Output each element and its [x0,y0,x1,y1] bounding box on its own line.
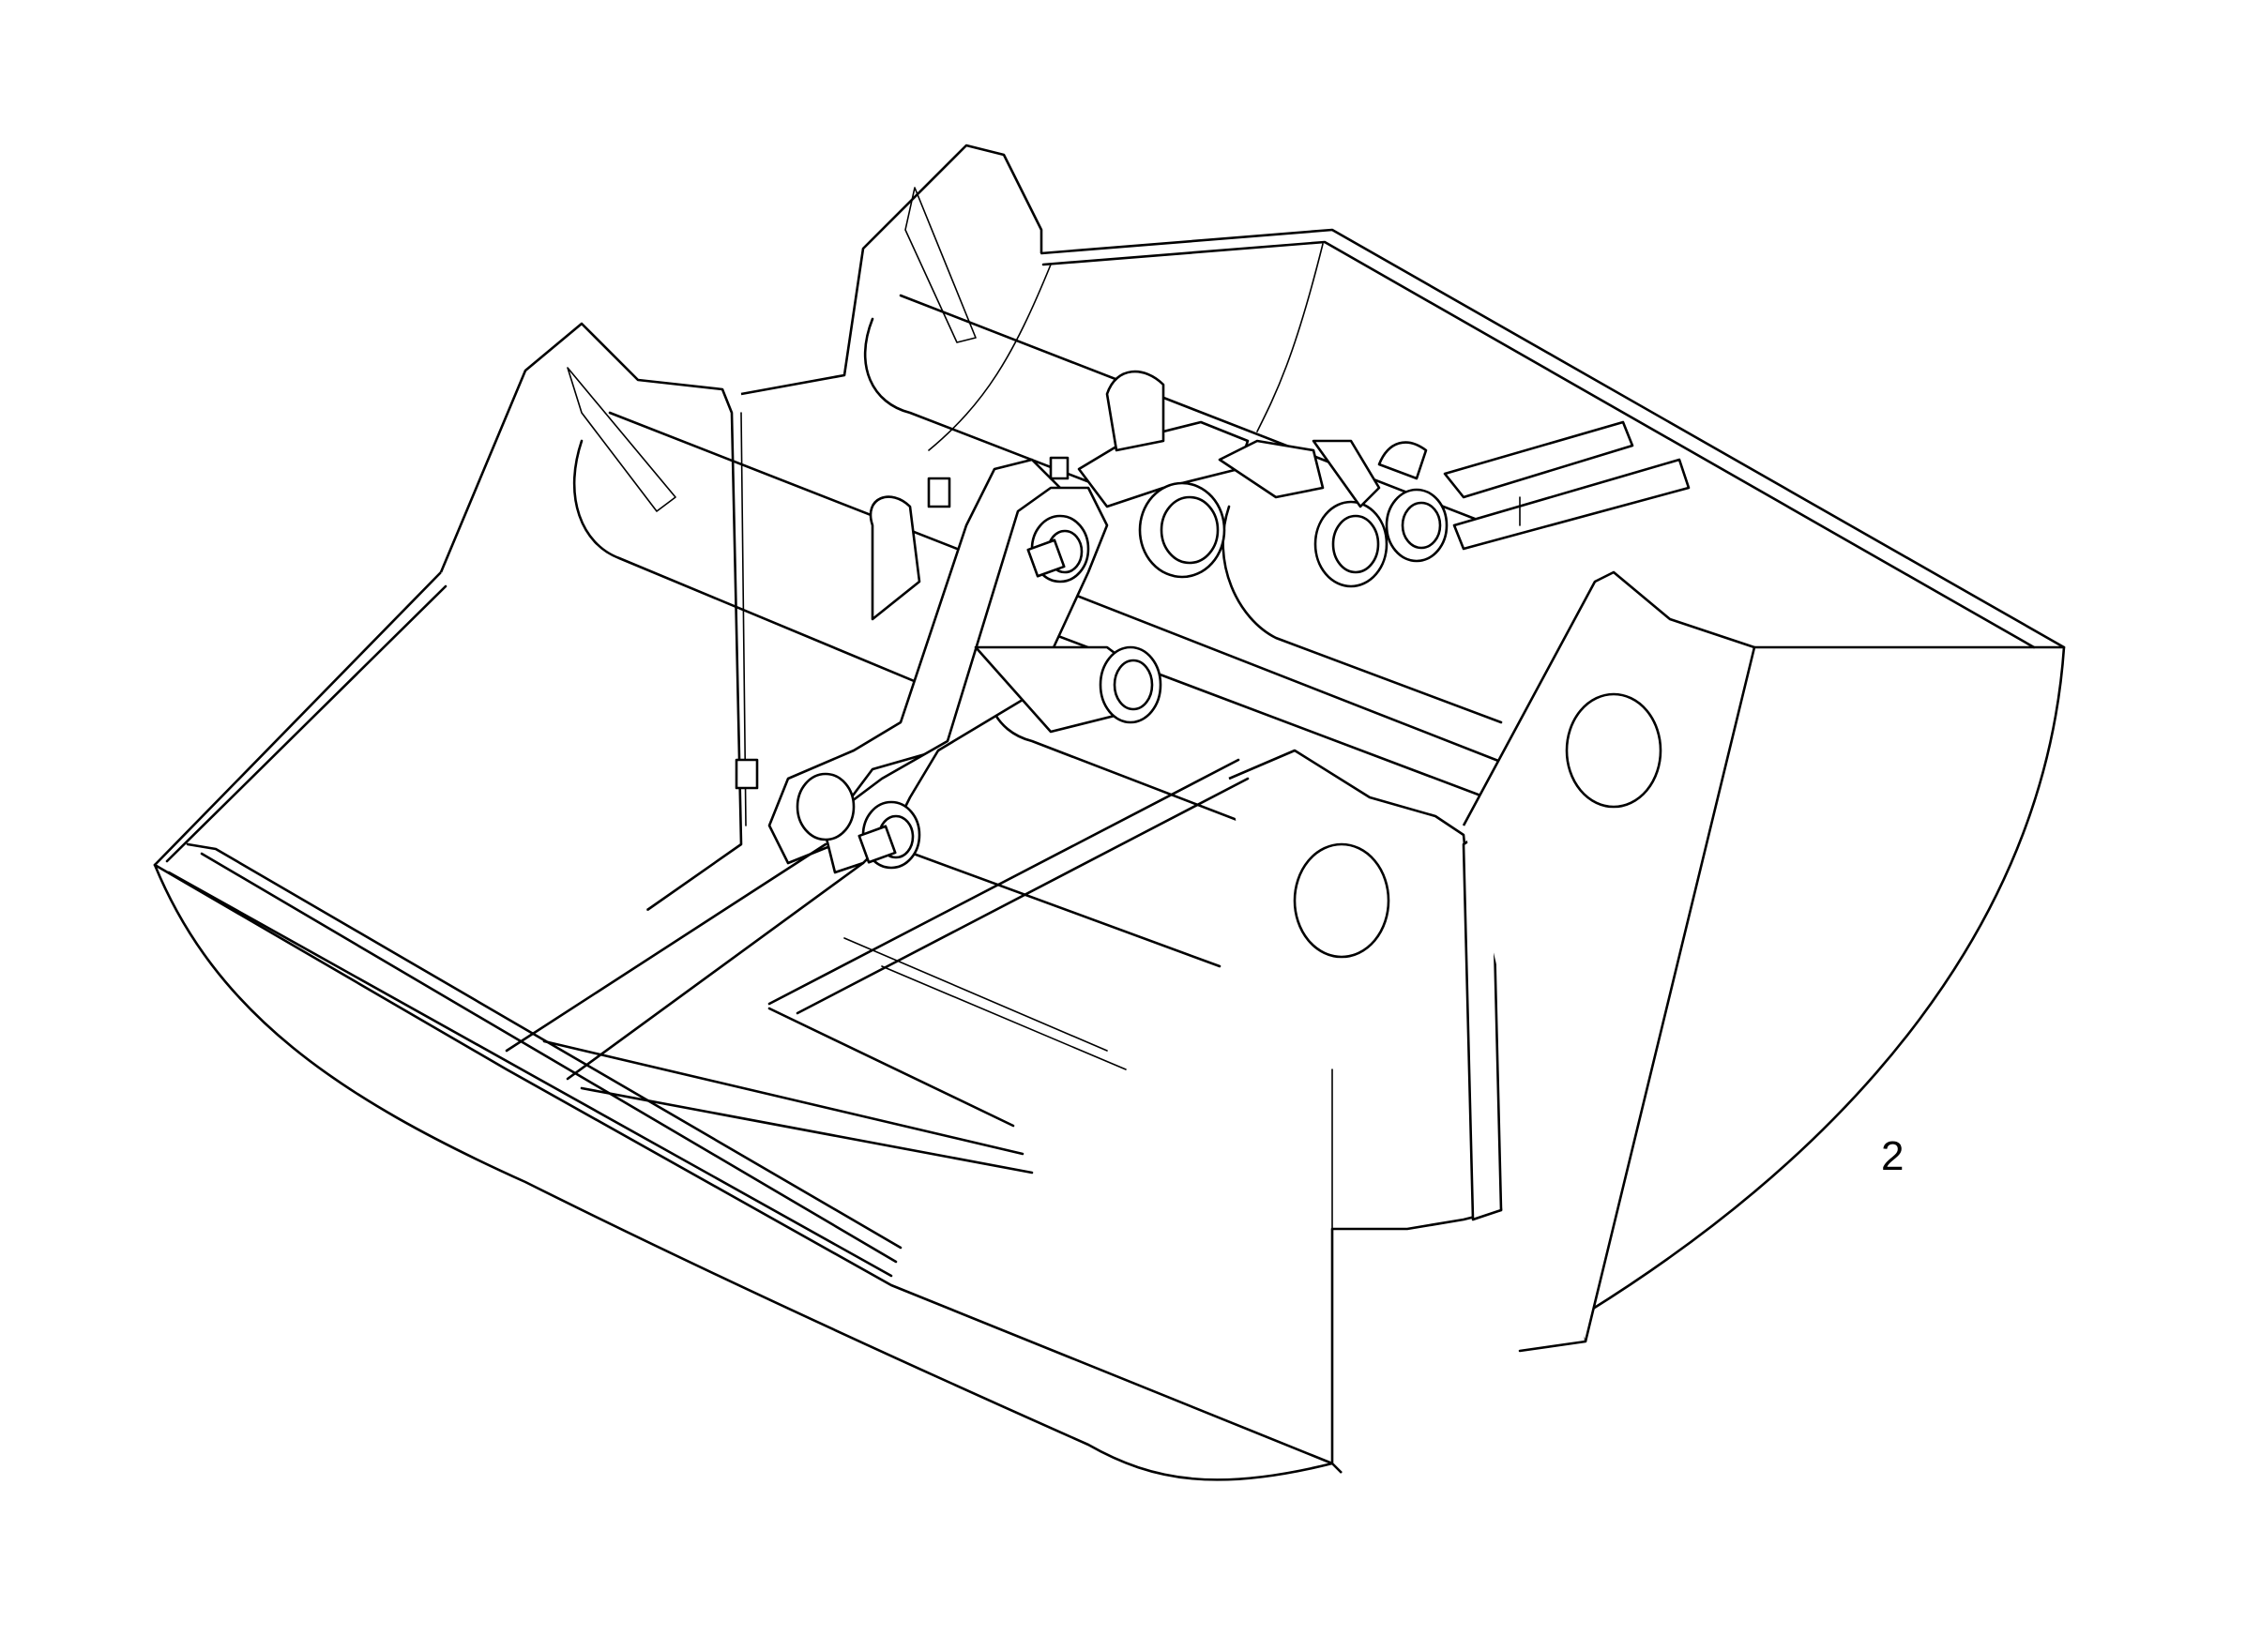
bucket-right-side [928,228,2066,1353]
upper-linkage [735,370,1449,790]
callout-label: 2 [1881,1133,1904,1179]
right-arm-brackets [1443,420,1691,551]
linkage-plates [767,458,1109,874]
lower-link [869,495,1162,734]
lower-bars [505,758,1250,1175]
front-ears [1228,570,1756,1474]
rear-plates [439,144,1043,912]
